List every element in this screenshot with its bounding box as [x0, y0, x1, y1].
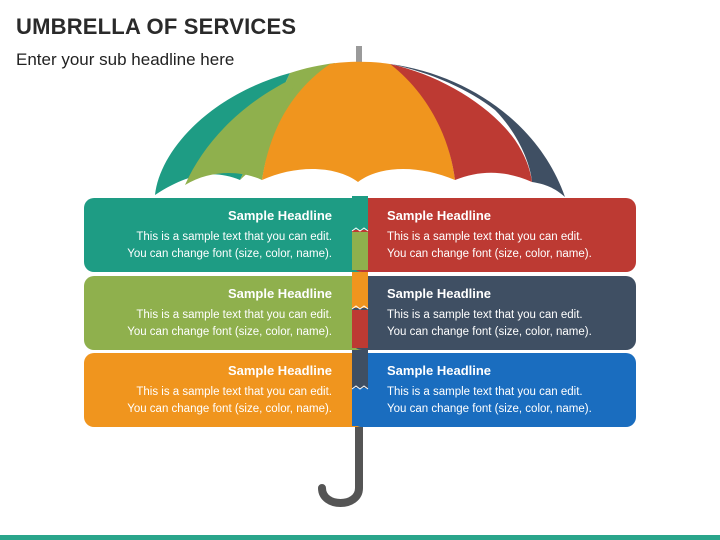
card-text-line: This is a sample text that you can edit. [387, 309, 583, 321]
card-text: This is a sample text that you can edit.… [84, 307, 332, 341]
umbrella-tip [356, 46, 362, 64]
handle-stem [355, 426, 363, 448]
card-text-line: This is a sample text that you can edit. [387, 231, 583, 243]
card-text: This is a sample text that you can edit.… [387, 307, 636, 341]
card-text-line: You can change font (size, color, name). [127, 326, 332, 338]
card-text: This is a sample text that you can edit.… [84, 229, 332, 263]
card-text-line: You can change font (size, color, name). [387, 248, 592, 260]
card-headline: Sample Headline [227, 208, 332, 223]
canopy-segment-orange [262, 61, 455, 182]
footer-accent-bar [0, 535, 720, 540]
page-subtitle: Enter your sub headline here [16, 50, 235, 69]
card-text-line: You can change font (size, color, name). [127, 248, 332, 260]
service-card-6: Sample Headline This is a sample text th… [352, 353, 636, 427]
card-text-line: This is a sample text that you can edit. [387, 386, 583, 398]
card-headline: Sample Headline [387, 208, 492, 223]
service-card-2: Sample Headline This is a sample text th… [352, 198, 636, 272]
service-card-3: Sample Headline This is a sample text th… [84, 276, 368, 350]
card-headline: Sample Headline [387, 363, 492, 378]
card-text-line: You can change font (size, color, name). [127, 403, 332, 415]
card-text-line: This is a sample text that you can edit. [136, 231, 332, 243]
card-text-line: You can change font (size, color, name). [387, 403, 592, 415]
card-text: This is a sample text that you can edit.… [387, 229, 636, 263]
service-card-4: Sample Headline This is a sample text th… [352, 276, 636, 350]
umbrella-handle [318, 442, 363, 507]
card-headline: Sample Headline [387, 286, 492, 301]
card-text: This is a sample text that you can edit.… [84, 384, 332, 418]
canopy-segment-green-inner [185, 75, 300, 185]
card-text-line: This is a sample text that you can edit. [136, 309, 332, 321]
canopy-segment-red [390, 64, 532, 182]
card-text-line: You can change font (size, color, name). [387, 326, 592, 338]
canopy-segment-navy [390, 64, 565, 197]
service-card-5: Sample Headline This is a sample text th… [84, 353, 368, 427]
page-title: UMBRELLA OF SERVICES [16, 14, 297, 39]
card-text: This is a sample text that you can edit.… [387, 384, 636, 418]
card-text-line: This is a sample text that you can edit. [136, 386, 332, 398]
card-headline: Sample Headline [227, 286, 332, 301]
service-card-1: Sample Headline This is a sample text th… [84, 198, 368, 272]
card-headline: Sample Headline [227, 363, 332, 378]
